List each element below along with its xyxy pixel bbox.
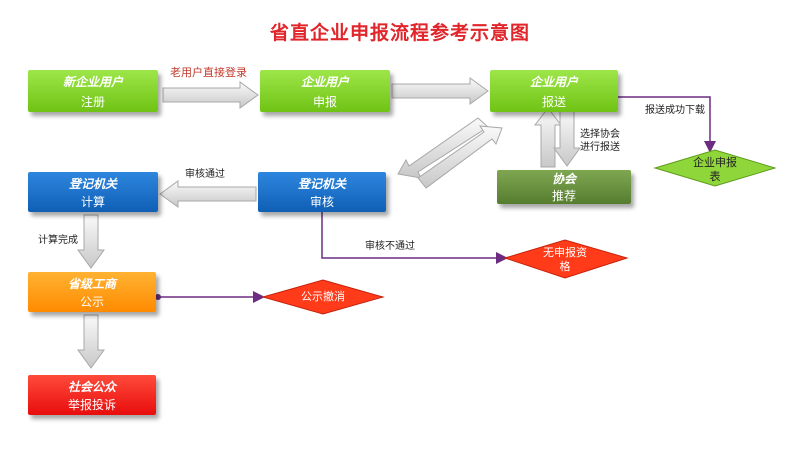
node-heading: 登记机关 bbox=[68, 177, 117, 191]
label-submit-success: 报送成功下载 bbox=[645, 105, 705, 116]
connector-submit-to-form bbox=[618, 96, 716, 153]
diamond-download-form-label: 企业申报表 bbox=[693, 156, 737, 183]
diamond-revoke bbox=[261, 279, 385, 315]
label-calc-done: 计算完成 bbox=[38, 235, 78, 246]
node-heading: 企业用户 bbox=[529, 75, 578, 89]
label-choose-assoc: 选择协会进行报送 bbox=[580, 129, 620, 153]
arrow-review-to-calc bbox=[159, 180, 257, 208]
arrow-submit-to-review bbox=[397, 117, 489, 179]
node-sub: 举报投诉 bbox=[67, 398, 116, 412]
label-old-user-login: 老用户直接登录 bbox=[170, 66, 247, 79]
node-provincial: 省级工商 公示 bbox=[28, 272, 156, 312]
node-heading: 新企业用户 bbox=[62, 75, 123, 89]
diamond-revoke-label: 公示撤消 bbox=[301, 290, 345, 303]
node-registration-review: 登记机关 审核 bbox=[258, 172, 386, 212]
node-user-submit: 企业用户 报送 bbox=[490, 70, 618, 112]
diamond-no-qualification bbox=[503, 239, 629, 279]
node-sub: 推荐 bbox=[551, 189, 576, 203]
label-review-pass: 审核通过 bbox=[185, 169, 225, 180]
arrow-provincial-to-public bbox=[77, 314, 105, 369]
node-sub: 报送 bbox=[541, 95, 566, 109]
node-heading: 登记机关 bbox=[297, 177, 346, 191]
arrow-review-to-submit bbox=[417, 125, 503, 189]
diamond-no-qualification-label: 无申报资格 bbox=[543, 246, 587, 273]
node-user-apply: 企业用户 申报 bbox=[260, 70, 390, 112]
node-association: 协会 推荐 bbox=[497, 170, 631, 204]
node-sub: 公示 bbox=[79, 295, 104, 309]
label-review-fail: 审核不通过 bbox=[365, 241, 415, 252]
diamond-download-form bbox=[653, 149, 777, 187]
node-sub: 注册 bbox=[80, 95, 105, 109]
node-sub: 计算 bbox=[80, 195, 105, 209]
node-registration-calc: 登记机关 计算 bbox=[28, 172, 158, 212]
node-heading: 企业用户 bbox=[300, 75, 349, 89]
node-public: 社会公众 举报投诉 bbox=[28, 375, 156, 415]
node-sub: 申报 bbox=[312, 95, 337, 109]
diagram-title: 省直企业申报流程参考示意图 bbox=[269, 22, 530, 44]
arrow-calc-to-provincial bbox=[77, 214, 105, 269]
node-new-user: 新企业用户 注册 bbox=[28, 70, 158, 112]
node-heading: 协会 bbox=[551, 172, 576, 186]
node-heading: 省级工商 bbox=[67, 277, 116, 291]
node-sub: 审核 bbox=[309, 195, 334, 209]
arrow-new-to-apply bbox=[162, 81, 259, 109]
node-heading: 社会公众 bbox=[67, 380, 116, 394]
connector-review-to-noqual bbox=[321, 212, 508, 264]
arrow-apply-to-submit bbox=[391, 77, 489, 105]
arrow-submit-to-assoc bbox=[553, 109, 581, 167]
arrow-assoc-to-submit bbox=[533, 107, 563, 168]
